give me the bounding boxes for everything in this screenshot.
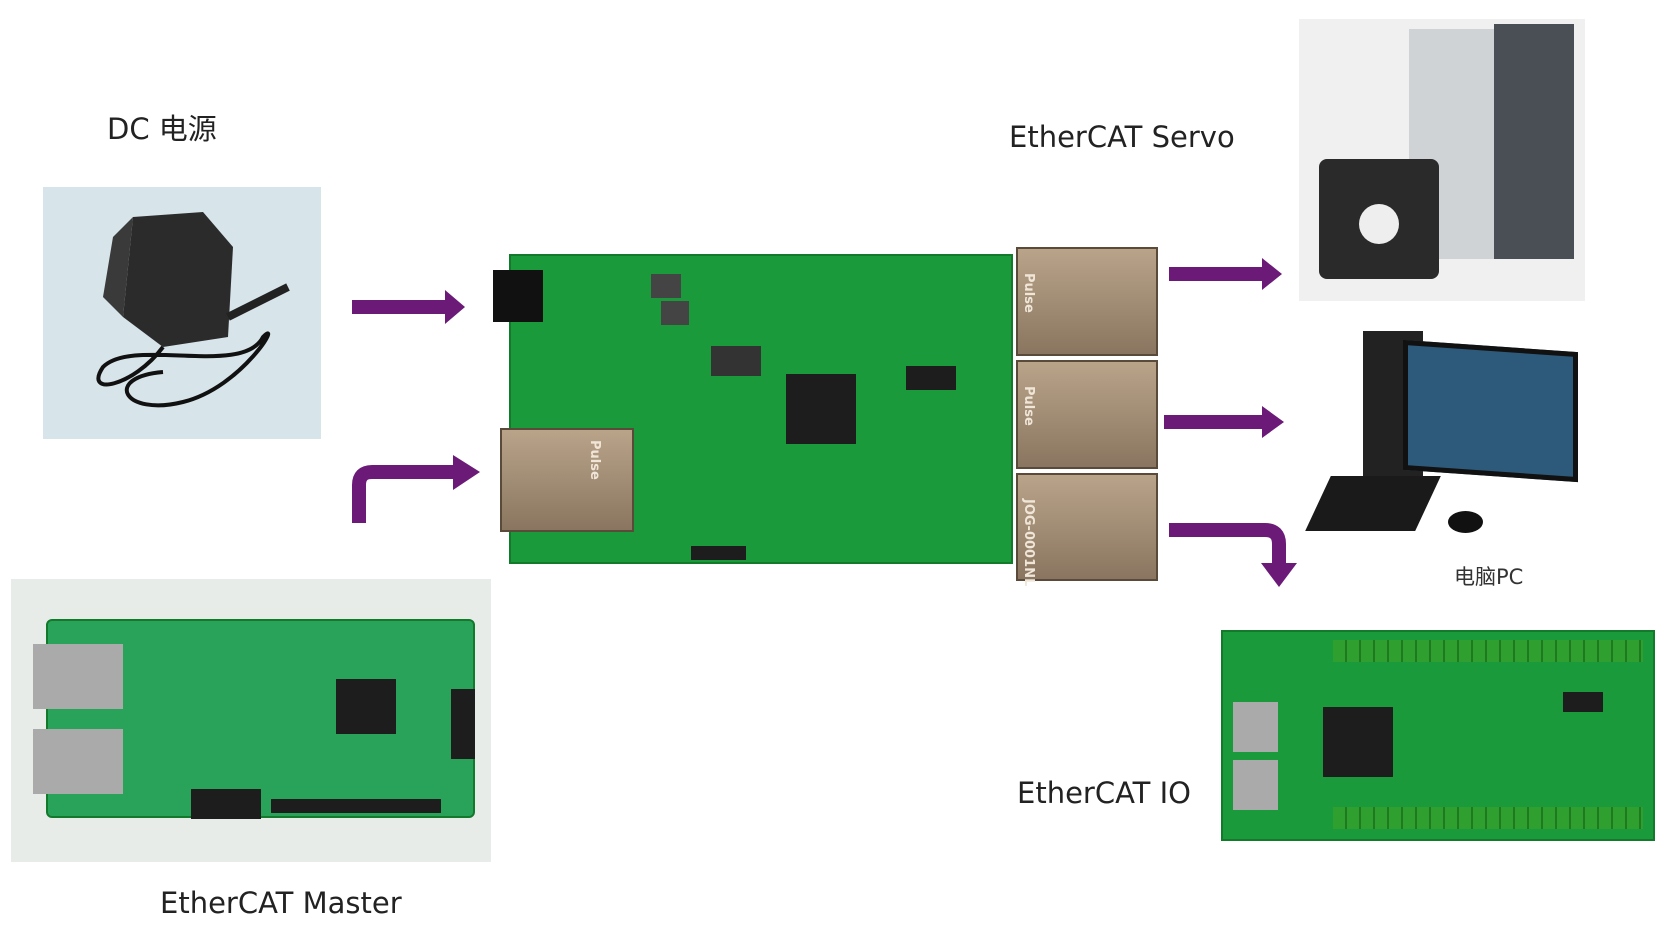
ethernet-port-in: Pulse: [500, 428, 634, 532]
ethernet-port-out-1: Pulse: [1016, 247, 1158, 356]
dc-power-adapter-image: [43, 187, 321, 439]
arrow-board-to-io: [1169, 523, 1297, 587]
ethercat-master-label: EtherCAT Master: [160, 886, 402, 920]
ethernet-port-out-2: Pulse: [1016, 360, 1158, 469]
ethernet-port-out-3: JOG-0001NL: [1016, 473, 1158, 586]
ethercat-master-board-image: [11, 579, 491, 862]
arrow-master-to-board: [352, 455, 480, 523]
ethercat-servo-label: EtherCAT Servo: [1009, 120, 1235, 154]
port-brand: Pulse: [1021, 273, 1036, 313]
pc-image: [1305, 326, 1581, 555]
arrow-board-to-servo: [1169, 258, 1282, 290]
ethercat-io-label: EtherCAT IO: [1017, 776, 1191, 810]
port-brand: Pulse: [1021, 386, 1036, 426]
pc-label: 电脑PC: [1454, 565, 1524, 589]
arrow-board-to-pc: [1164, 406, 1284, 438]
dc-power-label: DC 电源: [107, 112, 217, 146]
port-model: JOG-0001NL: [1021, 499, 1036, 587]
arrow-power-to-board: [352, 290, 465, 324]
ethercat-io-board-image: [1221, 630, 1655, 841]
port-brand: Pulse: [587, 440, 602, 480]
ethercat-servo-image: [1299, 19, 1585, 301]
